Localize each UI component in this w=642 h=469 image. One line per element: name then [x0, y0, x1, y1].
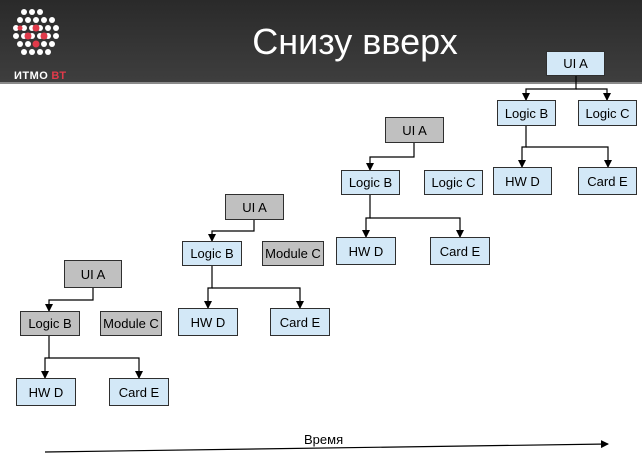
- edge-logic-to-hw-2: [204, 266, 213, 309]
- logic-b-box-3: Logic B: [341, 170, 400, 195]
- card-e-box-2: Card E: [270, 308, 330, 336]
- module-c-box-1: Module C: [100, 311, 162, 336]
- edge-logic-to-hw-1: [41, 336, 50, 379]
- time-axis-arrow: [44, 440, 609, 453]
- edge-ui-to-logic-c-4: [576, 88, 611, 101]
- card-e-box-4: Card E: [578, 167, 637, 195]
- hw-d-box-2: HW D: [178, 308, 238, 336]
- module-c-box-2: Module C: [262, 241, 324, 266]
- ui-a-box-3: UI A: [385, 117, 444, 143]
- logic-b-box-2: Logic B: [182, 241, 242, 266]
- card-e-box-3: Card E: [430, 237, 490, 265]
- ui-a-box-4: UI A: [546, 51, 605, 76]
- edge-logic-to-card-1: [49, 357, 143, 379]
- timeline-label: Время: [304, 432, 344, 447]
- edge-logic-to-card-3: [370, 217, 464, 238]
- edge-ui-to-logic-3: [366, 143, 415, 171]
- logic-b-box-1: Logic B: [20, 311, 80, 336]
- hw-d-box-4: HW D: [493, 167, 552, 195]
- edge-ui-to-logic-2: [208, 220, 255, 242]
- card-e-box-1: Card E: [109, 378, 169, 406]
- logic-c-box-3: Logic C: [424, 170, 483, 195]
- hw-d-box-1: HW D: [16, 378, 76, 406]
- slide-header: [0, 0, 642, 82]
- logic-c-box-4: Logic C: [578, 100, 637, 126]
- ui-a-box-2: UI A: [225, 194, 284, 220]
- header-divider: [0, 82, 642, 84]
- hw-d-box-3: HW D: [336, 237, 396, 265]
- edge-ui-to-logic-b-4: [522, 76, 577, 101]
- edge-ui-to-logic-1: [45, 288, 94, 312]
- edge-logic-to-hw-4: [518, 126, 527, 168]
- edge-logic-to-card-2: [212, 287, 304, 309]
- ui-a-box-1: UI A: [64, 260, 122, 288]
- logic-b-box-4: Logic B: [497, 100, 556, 126]
- logo-dots-icon: [13, 9, 59, 55]
- slide-title: Снизу вверх: [252, 21, 458, 62]
- edge-logic-to-hw-3: [362, 195, 371, 238]
- edge-logic-to-card-4: [526, 146, 612, 168]
